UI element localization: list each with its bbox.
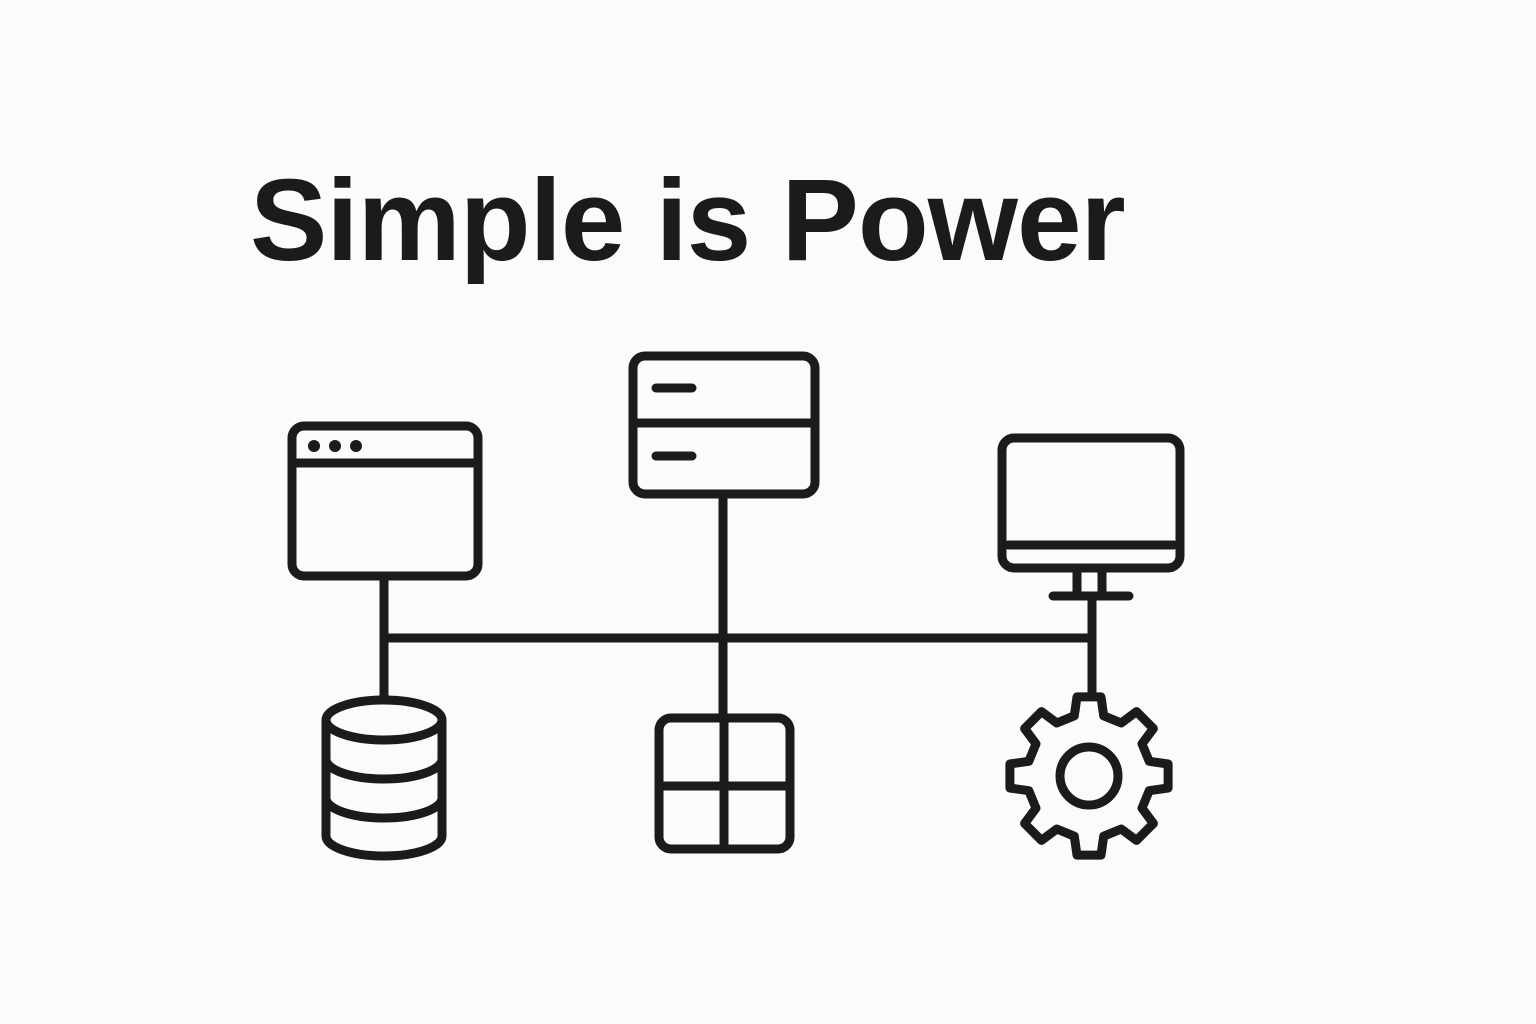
gear-icon xyxy=(1005,692,1173,860)
server-rack-icon xyxy=(628,351,820,499)
diagram-title: Simple is Power xyxy=(250,155,1126,285)
database-icon xyxy=(321,695,447,861)
connectors xyxy=(379,491,1097,721)
monitor-icon xyxy=(997,433,1185,601)
grid-app-icon xyxy=(654,713,795,854)
browser-window-icon xyxy=(287,421,483,581)
